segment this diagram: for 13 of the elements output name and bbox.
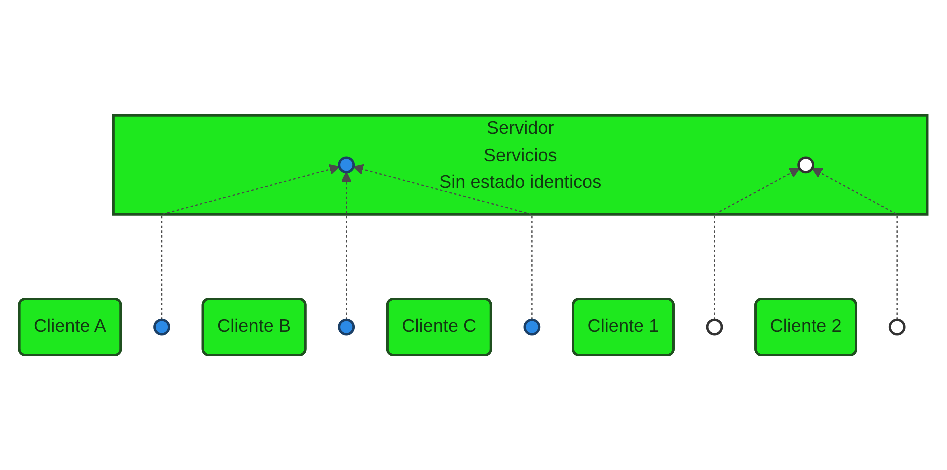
node-circle — [154, 318, 170, 336]
node-circle — [338, 318, 356, 336]
cluster: Servidor Servicios Sin estado identicos — [112, 114, 929, 216]
node-circle — [706, 318, 724, 336]
arrow — [812, 168, 898, 320]
node-circle — [798, 156, 814, 174]
arrow — [341, 171, 352, 320]
arrow — [161, 164, 340, 320]
arrow — [353, 164, 533, 320]
node-circle — [888, 318, 906, 336]
arrow — [714, 168, 800, 320]
node-circle — [524, 318, 541, 336]
node-circle — [338, 156, 356, 174]
